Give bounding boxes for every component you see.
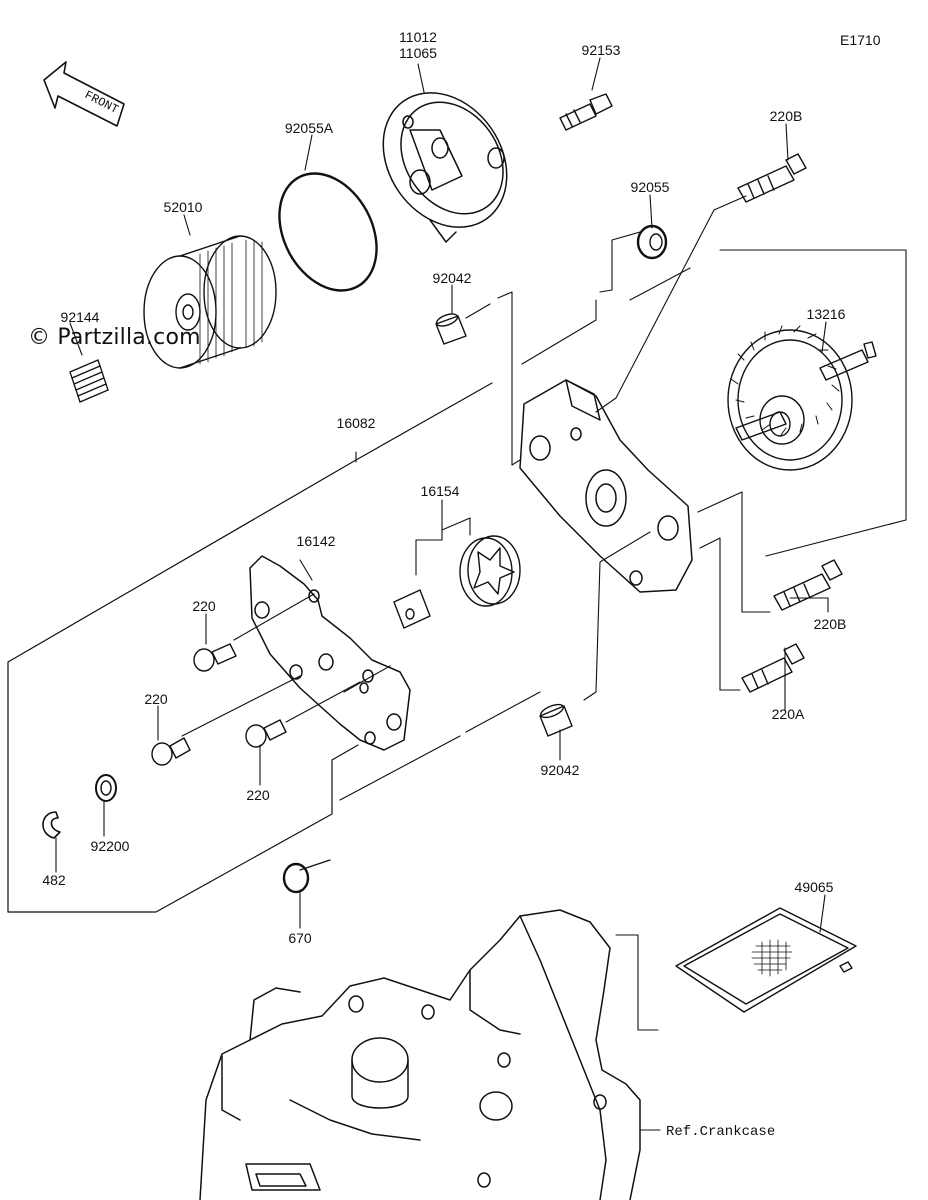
assembly-bracket-16082 [7,382,493,913]
part-label-220b-right: 220B [813,616,847,632]
part-label-670: 670 [288,930,312,946]
pump-rotor-16154 [393,535,521,629]
oil-strainer-49065 [675,907,857,1013]
oil-seal-92055 [636,224,668,260]
part-label-92042-bottom: 92042 [540,762,580,778]
part-label-92042-top: 92042 [432,270,472,286]
dowel-92042-top [435,313,467,345]
diagram-code: E1710 [840,32,881,48]
screw-220-b [151,737,191,766]
part-label-11065: 11065 [399,45,437,61]
o-ring-92055a [278,172,378,292]
front-arrow-icon: FRONT [43,61,125,127]
part-label-16142: 16142 [296,533,336,549]
bolt-220b-top [737,153,807,203]
circlip-482 [42,811,61,839]
gear-13216 [727,325,877,471]
watermark: © Partzilla.com [28,325,201,350]
oil-pump-body-16082 [519,379,693,593]
screw-220-a [193,643,237,672]
bolt-220b-right [773,559,843,611]
dowel-92042-bottom [539,703,573,737]
guide-lines [181,195,907,1031]
part-label-49065: 49065 [794,879,834,895]
leader-lines [55,57,829,1131]
part-label-92153: 92153 [581,42,621,58]
reference-label: Ref.Crankcase [666,1124,776,1140]
part-label-92200: 92200 [90,838,130,854]
bolt-92153 [559,93,613,131]
part-label-220-c: 220 [246,787,270,803]
part-label-220b-top: 220B [769,108,803,124]
part-label-16154: 16154 [420,483,460,499]
bolt-220a [741,643,805,693]
part-label-92144: 92144 [60,309,100,325]
part-label-52010: 52010 [163,199,203,215]
washer-92200 [95,774,117,802]
screw-220-c [245,719,287,748]
part-label-92055a: 92055A [284,120,334,136]
crankcase-reference [199,909,641,1200]
part-label-16082: 16082 [336,415,376,431]
part-label-92055: 92055 [630,179,670,195]
spring-92144 [69,359,109,403]
part-label-482: 482 [42,872,66,888]
part-label-13216: 13216 [806,306,846,322]
part-label-11012: 11012 [399,29,437,45]
part-label-220-a: 220 [192,598,216,614]
part-label-220-b: 220 [144,691,168,707]
o-ring-670 [282,862,310,894]
filter-cover-11012 [382,92,508,243]
part-label-220a: 220A [771,706,805,722]
oil-filter-52010 [143,235,277,369]
pump-cover-16142 [249,555,411,751]
